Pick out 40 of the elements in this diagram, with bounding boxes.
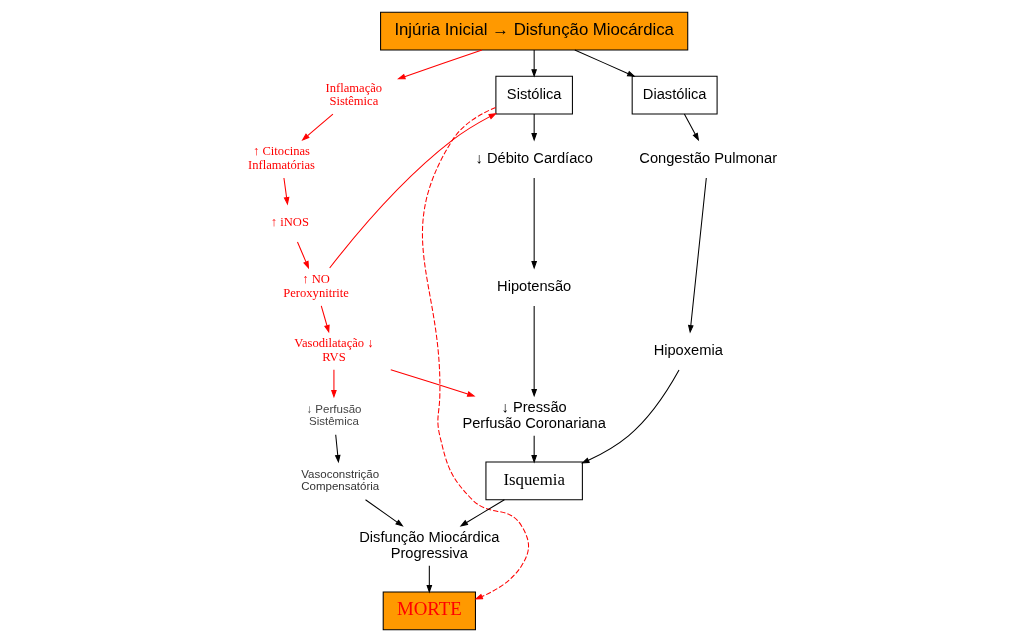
arrow bbox=[389, 369, 476, 397]
node-text: ↑ iNOS bbox=[270, 215, 309, 230]
arrow bbox=[334, 434, 341, 464]
arrow bbox=[296, 241, 309, 270]
arrow bbox=[330, 369, 337, 399]
arrow bbox=[364, 499, 404, 527]
node-text: ↓ Perfusão Sistêmica bbox=[305, 402, 361, 428]
node-text: Vasoconstrição Compensatória bbox=[300, 467, 379, 493]
node-box: Isquemia bbox=[484, 461, 583, 501]
arrow bbox=[396, 49, 483, 80]
node-text: ↑ Citocinas Inflamatórias bbox=[247, 144, 315, 173]
node-text: Hipoxemia bbox=[653, 341, 723, 358]
arrow bbox=[530, 305, 537, 398]
arrow bbox=[573, 49, 636, 77]
arrow bbox=[425, 565, 432, 594]
node-text: ↓ Débito Cardíaco bbox=[475, 149, 593, 166]
arrow bbox=[687, 177, 707, 334]
node-text: Hipotensão bbox=[496, 277, 571, 294]
arrow bbox=[683, 113, 699, 142]
arrow bbox=[530, 435, 537, 464]
node-box: Diastólica bbox=[631, 75, 718, 115]
arrow bbox=[530, 49, 537, 78]
node-text: ↓ Pressão Perfusão Coronariana bbox=[461, 398, 606, 431]
arrow bbox=[459, 499, 505, 527]
node-box: Sistólica bbox=[494, 75, 573, 115]
node-text: Congestão Pulmonar bbox=[638, 149, 777, 166]
node-text: ↑ NO Peroxynitrite bbox=[282, 272, 349, 300]
node-text: Inflamação Sistêmica bbox=[325, 80, 382, 109]
node-text: Vasodilatação ↓ RVS bbox=[293, 336, 374, 364]
node-text: Disfunção Miocárdica Progressiva bbox=[358, 528, 499, 561]
arrow bbox=[282, 177, 289, 206]
arrow bbox=[530, 177, 537, 270]
arrow bbox=[328, 112, 497, 269]
arrow bbox=[320, 305, 330, 334]
arrow bbox=[300, 113, 333, 141]
node-box: MORTE bbox=[382, 591, 476, 631]
node-box: Injúria Inicial → Disfunção Miocárdica bbox=[379, 11, 688, 51]
arrow bbox=[530, 113, 537, 142]
arrow bbox=[421, 106, 529, 600]
arrow bbox=[580, 369, 680, 464]
